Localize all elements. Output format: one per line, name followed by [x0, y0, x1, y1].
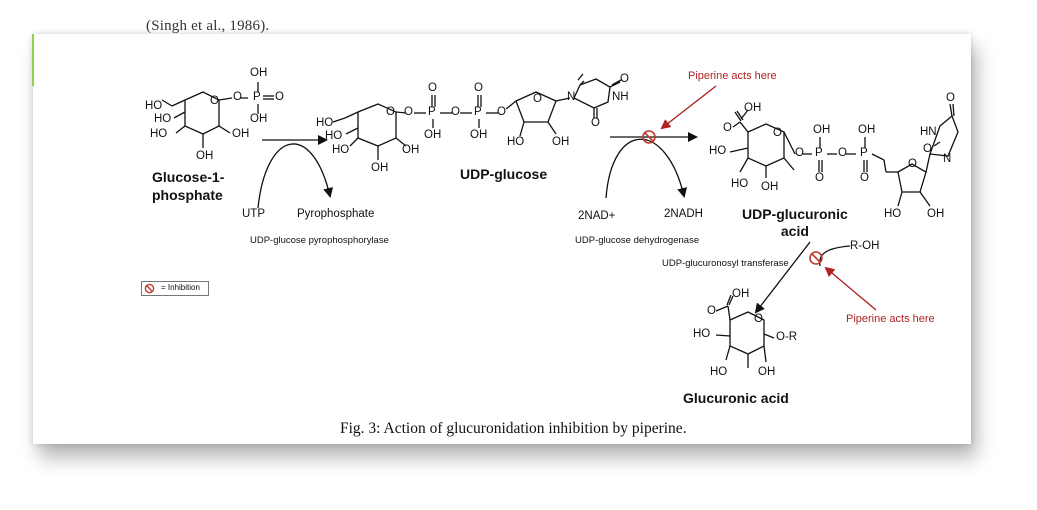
atom-label: O [908, 158, 917, 170]
atom-label: O [591, 117, 600, 129]
figure-page [33, 34, 971, 444]
inhibition-marker-step2 [642, 130, 656, 144]
atom-label: OH [250, 113, 268, 125]
udp-glucose-label: UDP-glucose [460, 166, 548, 182]
udp-glucose-structure [332, 73, 622, 160]
atom-label: OH [250, 67, 268, 79]
atom-label: O [946, 92, 955, 104]
atom-label: HO [731, 178, 749, 190]
pyrophosphate-label: Pyrophosphate [297, 208, 375, 220]
page-edge-mark [32, 34, 34, 86]
atom-label: P [474, 106, 482, 118]
atom-label: OH [196, 150, 214, 162]
inhibition-icon [144, 283, 155, 294]
atom-label: HO [150, 128, 168, 140]
atom-label: OH [371, 162, 389, 174]
enzyme-pyrophosphorylase: UDP-glucose pyrophosphorylase [250, 235, 389, 246]
glucuronic-acid-label: Glucuronic acid [683, 390, 789, 406]
udp-glucuronic-acid-label: UDP-glucuronic acid [742, 206, 848, 239]
atom-label: OH [758, 366, 776, 378]
r-oh-label: R-OH [850, 240, 880, 252]
atom-label: HN [920, 126, 937, 138]
atom-label: OH [761, 181, 779, 193]
atom-label: HO [884, 208, 902, 220]
atom-label: HO [710, 366, 728, 378]
atom-label: O [838, 147, 847, 159]
atom-label: O [386, 106, 395, 118]
atom-label: OH [552, 136, 570, 148]
step-1-arrows [257, 135, 334, 209]
atom-label: O [923, 143, 932, 155]
atom-label: P [253, 91, 261, 103]
atom-label: O [620, 73, 629, 85]
step-2-arrows [605, 132, 698, 199]
atom-label: O [815, 172, 824, 184]
atom-label: HO [332, 144, 350, 156]
nad-label: 2NAD+ [578, 210, 616, 222]
atom-label: O [707, 305, 716, 317]
atom-label: O [451, 106, 460, 118]
atom-label: O [474, 82, 483, 94]
atom-label: HO [154, 113, 172, 125]
atom-label: HO [316, 117, 334, 129]
cut-off-citation: (Singh et al., 1986). [146, 18, 270, 34]
atom-label: NH [612, 91, 629, 103]
atom-label: O [533, 93, 542, 105]
inhibition-legend [141, 281, 209, 296]
atom-label: O [754, 313, 763, 325]
atom-label: OH [232, 128, 250, 140]
atom-label: N [567, 91, 576, 103]
atom-label: OH [813, 124, 831, 136]
atom-label: N [943, 153, 952, 165]
nadh-label: 2NADH [664, 208, 703, 220]
piperine-annotation-top: Piperine acts here [688, 70, 777, 82]
atom-label: P [860, 147, 868, 159]
atom-label: HO [693, 328, 711, 340]
enzyme-dehydrogenase: UDP-glucose dehydrogenase [575, 235, 700, 246]
atom-label: O [275, 91, 284, 103]
glucose-1-phosphate-structure [161, 82, 274, 148]
atom-label: O [795, 147, 804, 159]
atom-label: P [428, 106, 436, 118]
glucose-1-phosphate-label: Glucose-1- phosphate [152, 169, 225, 203]
atom-label: O [773, 127, 782, 139]
atom-label: O [210, 95, 219, 107]
atom-label: HO [145, 100, 163, 112]
atom-label: O [404, 106, 413, 118]
atom-label: O [723, 122, 732, 134]
atom-label: O [497, 106, 506, 118]
utp-label: UTP [242, 208, 265, 220]
inhibition-marker-step3 [809, 251, 823, 265]
atom-label: OH [744, 102, 762, 114]
enzyme-transferase: UDP-glucuronosyl transferase [662, 258, 789, 269]
atom-label: OH [424, 129, 442, 141]
atom-label: OH [732, 288, 750, 300]
atom-label: HO [507, 136, 525, 148]
atom-label: HO [325, 130, 343, 142]
glucuronic-acid-structure [715, 294, 775, 368]
piperine-annotation-bottom: Piperine acts here [846, 313, 935, 325]
udp-glucuronic-acid-structure [729, 103, 959, 207]
atom-label: OH [858, 124, 876, 136]
atom-label: OH [470, 129, 488, 141]
figure-caption: Fig. 3: Action of glucuronidation inhibi… [340, 420, 687, 437]
atom-label: O-R [776, 331, 798, 343]
atom-label: O [860, 172, 869, 184]
piperine-pointer-bottom [824, 266, 877, 311]
atom-label: P [815, 147, 823, 159]
atom-label: O [233, 91, 242, 103]
piperine-pointer-top [660, 85, 717, 130]
atom-label: O [428, 82, 437, 94]
atom-label: OH [927, 208, 945, 220]
atom-label: HO [709, 145, 727, 157]
inhibition-legend-text: = Inhibition [161, 283, 200, 292]
atom-label: OH [402, 144, 420, 156]
